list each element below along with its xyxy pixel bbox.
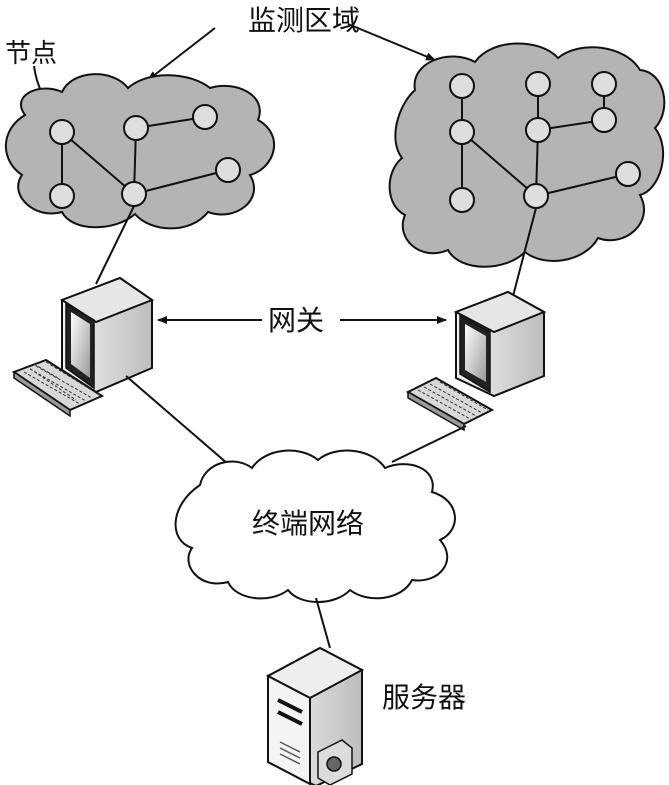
node-r7 bbox=[449, 187, 475, 213]
left-monitor-cloud bbox=[4, 73, 276, 230]
gateway-label: 网关 bbox=[268, 304, 324, 337]
node-r8 bbox=[523, 183, 549, 209]
terminal-network-label: 终端网络 bbox=[252, 507, 364, 540]
link-left-gateway-network bbox=[125, 375, 229, 465]
node-r4 bbox=[449, 119, 475, 145]
left-keyboard-icon bbox=[11, 358, 105, 418]
link-left-cloud-gateway bbox=[95, 205, 135, 285]
right-keyboard-icon bbox=[405, 376, 495, 432]
terminal-network-cloud: 终端网络 bbox=[174, 449, 456, 603]
link-network-server bbox=[315, 597, 331, 649]
node-label: 节点 bbox=[5, 39, 57, 69]
monitor-area-arrow-right bbox=[347, 23, 436, 61]
node-r9 bbox=[615, 161, 641, 187]
monitor-area-label: 监测区域 bbox=[248, 4, 360, 37]
node-l4 bbox=[49, 183, 75, 209]
node-l5 bbox=[121, 181, 147, 207]
server-icon bbox=[265, 646, 365, 785]
node-r3 bbox=[591, 71, 617, 97]
node-r2 bbox=[525, 71, 551, 97]
node-r1 bbox=[449, 73, 475, 99]
monitor-area-arrow-left bbox=[147, 27, 216, 81]
right-gateway-computer-icon bbox=[405, 290, 547, 432]
node-l6 bbox=[215, 157, 241, 183]
node-r5 bbox=[525, 117, 551, 143]
node-l3 bbox=[192, 104, 218, 130]
node-l2 bbox=[123, 115, 149, 141]
link-right-cloud-gateway bbox=[511, 207, 537, 301]
left-gateway-computer-icon bbox=[11, 276, 155, 418]
node-l1 bbox=[49, 119, 75, 145]
link-right-gateway-network bbox=[391, 425, 467, 463]
right-monitor-cloud bbox=[388, 42, 666, 268]
server-label: 服务器 bbox=[382, 681, 466, 714]
node-r6 bbox=[591, 107, 617, 133]
